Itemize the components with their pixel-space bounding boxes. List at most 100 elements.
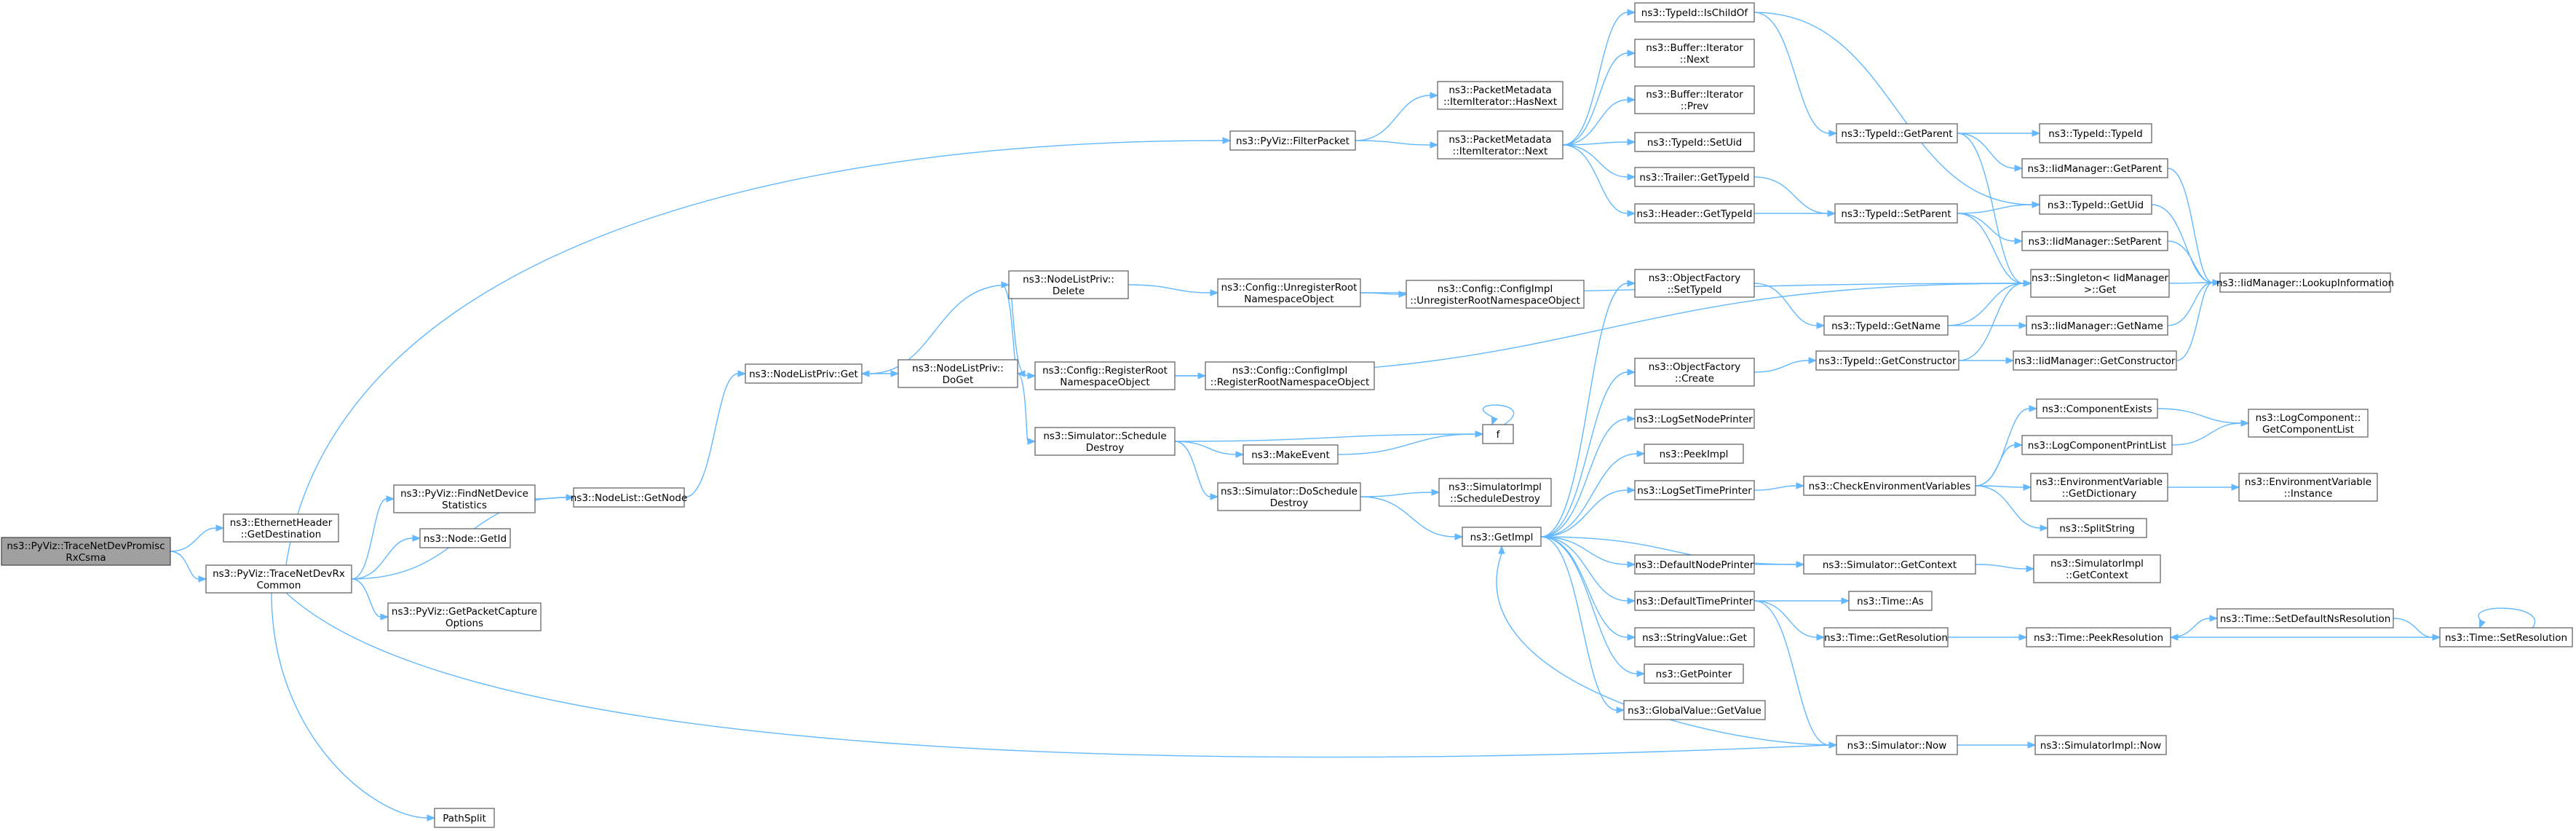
node-checkenv[interactable]: ns3::CheckEnvironmentVariables	[1803, 476, 1976, 496]
edge-tracerx-to-getpcap	[351, 578, 389, 621]
node-box	[1634, 2, 1755, 23]
node-timegetres[interactable]: ns3::Time::GetResolution	[1823, 627, 1949, 647]
node-makeevent[interactable]: ns3::MakeEvent	[1243, 444, 1339, 465]
node-strvalget[interactable]: ns3::StringValue::Get	[1634, 627, 1755, 647]
node-nlpdoget[interactable]: ns3::NodeListPriv::DoGet	[897, 359, 1018, 388]
node-box	[1836, 735, 1958, 755]
node-ethhdr[interactable]: ns3::EthernetHeader::GetDestination	[223, 513, 339, 543]
node-getparent[interactable]: ns3::TypeId::GetParent	[1836, 123, 1958, 143]
node-box	[1644, 444, 1744, 464]
node-setdefres[interactable]: ns3::Time::SetDefaultNsResolution	[2216, 608, 2394, 629]
node-typeid[interactable]: ns3::TypeId::TypeId	[2039, 123, 2152, 143]
node-defnodeprint[interactable]: ns3::DefaultNodePrinter	[1634, 554, 1755, 575]
node-cfgunreg[interactable]: ns3::Config::UnregisterRootNamespaceObje…	[1217, 278, 1361, 307]
edge-tracerx-to-filterpacket	[285, 137, 1232, 566]
node-logsettime[interactable]: ns3::LogSetTimePrinter	[1634, 480, 1755, 500]
node-pmnext[interactable]: ns3::PacketMetadata::ItemIterator::Next	[1437, 130, 1564, 159]
node-getuid[interactable]: ns3::TypeId::GetUid	[2039, 194, 2152, 215]
node-timeas[interactable]: ns3::Time::As	[1848, 591, 1933, 611]
node-singleton[interactable]: ns3::Singleton< IidManager>::Get	[2030, 269, 2170, 298]
node-filterpacket[interactable]: ns3::PyViz::FilterPacket	[1229, 130, 1356, 151]
edge-ofsettypeid-to-getname	[1753, 283, 1826, 329]
node-bufnext[interactable]: ns3::Buffer::Iterator::Next	[1634, 39, 1755, 68]
node-getname[interactable]: ns3::TypeId::GetName	[1823, 315, 1949, 336]
node-label: ns3::PacketMetadata	[1448, 134, 1551, 146]
node-ofsettypeid[interactable]: ns3::ObjectFactory::SetTypeId	[1634, 269, 1755, 298]
node-pmhasnext[interactable]: ns3::PacketMetadata::ItemIterator::HasNe…	[1437, 81, 1564, 110]
node-envinstance[interactable]: ns3::EnvironmentVariable::Instance	[2238, 473, 2378, 502]
node-simimplnow[interactable]: ns3::SimulatorImpl::Now	[2034, 735, 2167, 755]
node-label: ::ScheduleDestroy	[1450, 493, 1540, 505]
node-label: Destroy	[1270, 497, 1309, 509]
node-box	[1803, 554, 1976, 575]
edge-f-to-f	[1482, 404, 1515, 426]
node-setparent[interactable]: ns3::TypeId::SetParent	[1834, 203, 1958, 224]
node-iidgetparent[interactable]: ns3::IidManager::GetParent	[2021, 158, 2168, 178]
node-nlpget[interactable]: ns3::NodeListPriv::Get	[745, 363, 863, 384]
node-globalval[interactable]: ns3::GlobalValue::GetValue	[1623, 700, 1766, 720]
node-simimplschedd[interactable]: ns3::SimulatorImpl::ScheduleDestroy	[1438, 478, 1552, 507]
edge-checkenv-to-envgetdict	[1975, 484, 2032, 491]
node-label: DoGet	[943, 374, 974, 386]
edge-findnet-to-nodelistgetnode	[534, 494, 575, 501]
node-simnow[interactable]: ns3::Simulator::Now	[1836, 735, 1958, 755]
node-getpointer[interactable]: ns3::GetPointer	[1644, 663, 1744, 684]
edge-logcompprint-to-logcompgetlist	[2171, 420, 2250, 446]
node-getctor[interactable]: ns3::TypeId::GetConstructor	[1815, 350, 1959, 371]
edge-pmnext-to-ischildof	[1562, 9, 1636, 146]
node-ischildof[interactable]: ns3::TypeId::IsChildOf	[1634, 2, 1755, 23]
node-peekres[interactable]: ns3::Time::PeekResolution	[2026, 627, 2171, 647]
node-peekimpl[interactable]: ns3::PeekImpl	[1644, 444, 1744, 464]
node-setres[interactable]: ns3::Time::SetResolution	[2439, 627, 2573, 647]
edge-ischildof-to-getuid	[1753, 12, 2041, 208]
node-setuid[interactable]: ns3::TypeId::SetUid	[1634, 132, 1755, 152]
node-f[interactable]: f	[1482, 424, 1514, 444]
edge-getimpl-to-ofsettypeid	[1540, 280, 1636, 537]
node-header[interactable]: ns3::Header::GetTypeId	[1634, 203, 1755, 224]
node-bufprev[interactable]: ns3::Buffer::Iterator::Prev	[1634, 85, 1755, 114]
node-getimpl[interactable]: ns3::GetImpl	[1462, 527, 1542, 547]
node-ofcreate[interactable]: ns3::ObjectFactory::Create	[1634, 358, 1755, 387]
edge-tracerx-to-nodegetid	[351, 535, 421, 580]
node-label: ns3::EnvironmentVariable	[2036, 476, 2163, 488]
node-cfgimplreg[interactable]: ns3::Config::ConfigImpl::RegisterRootNam…	[1205, 361, 1375, 390]
node-iidgetname[interactable]: ns3::IidManager::GetName	[2026, 315, 2168, 336]
node-label: ns3::Config::UnregisterRoot	[1221, 282, 1358, 294]
edge-checkenv-to-splitstring	[1975, 485, 2049, 532]
node-label: Statistics	[442, 500, 487, 511]
node-cfgimplunreg[interactable]: ns3::Config::ConfigImpl::UnregisterRootN…	[1406, 280, 1585, 309]
node-nodelistgetnode[interactable]: ns3::NodeList::GetNode	[571, 487, 688, 508]
node-simimplgetctx[interactable]: ns3::SimulatorImpl::GetContext	[2033, 554, 2161, 583]
node-deftimeprint[interactable]: ns3::DefaultTimePrinter	[1634, 591, 1755, 611]
node-nlpdelete[interactable]: ns3::NodeListPriv::Delete	[1008, 270, 1129, 299]
node-nodegetid[interactable]: ns3::Node::GetId	[419, 528, 511, 548]
node-lookup[interactable]: ns3::IidManager::LookupInformation	[2216, 272, 2394, 293]
node-iidsetparent[interactable]: ns3::IidManager::SetParent	[2021, 231, 2168, 251]
node-trailer[interactable]: ns3::Trailer::GetTypeId	[1634, 167, 1755, 187]
node-envgetdict[interactable]: ns3::EnvironmentVariable::GetDictionary	[2030, 473, 2168, 502]
node-logcompgetlist[interactable]: ns3::LogComponent::GetComponentList	[2248, 409, 2369, 438]
node-simgetctx[interactable]: ns3::Simulator::GetContext	[1803, 554, 1976, 575]
node-simschedd[interactable]: ns3::Simulator::ScheduleDestroy	[1034, 427, 1176, 456]
node-logsetnode[interactable]: ns3::LogSetNodePrinter	[1634, 409, 1755, 429]
node-label: f	[1497, 429, 1501, 441]
node-pathsplit[interactable]: PathSplit	[434, 808, 495, 828]
edge-getimpl-to-ofcreate	[1540, 369, 1636, 537]
node-label: ns3::Node::GetId	[424, 533, 507, 545]
edge-checkenv-to-logcompprint	[1975, 441, 2024, 487]
node-box	[2238, 473, 2378, 502]
node-iidgetctor[interactable]: ns3::IidManager::GetConstructor	[2013, 350, 2177, 371]
node-compexists[interactable]: ns3::ComponentExists	[2036, 398, 2158, 419]
node-splitstring[interactable]: ns3::SplitString	[2047, 518, 2147, 538]
node-logcompprint[interactable]: ns3::LogComponentPrintList	[2021, 435, 2173, 455]
edge-root-to-ethhdr	[170, 524, 225, 552]
node-cfgreg[interactable]: ns3::Config::RegisterRootNamespaceObject	[1034, 361, 1176, 390]
node-label: ns3::PyViz::TraceNetDevRx	[213, 568, 345, 580]
node-box	[1034, 361, 1176, 390]
